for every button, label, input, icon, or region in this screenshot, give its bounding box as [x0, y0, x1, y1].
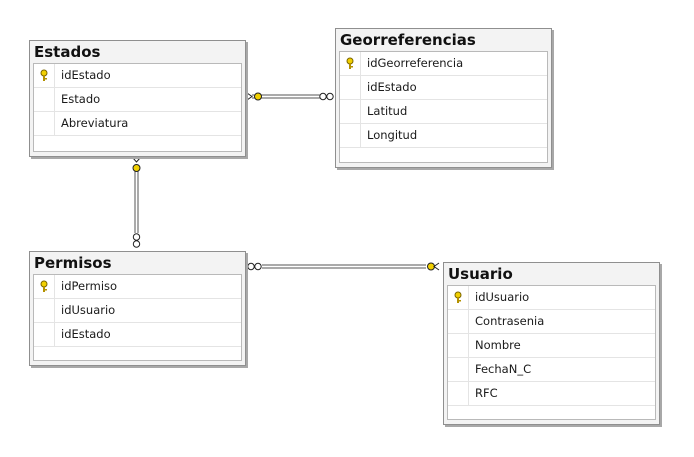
- table-title: Estados: [34, 43, 101, 61]
- column-name: Nombre: [475, 338, 521, 352]
- column-row[interactable]: Longitud: [340, 124, 547, 148]
- relationship-permisos-usuario: [247, 262, 440, 271]
- column-name: idUsuario: [475, 290, 530, 304]
- table-estados[interactable]: Estados idEstado Estado Abreviatura: [29, 40, 246, 157]
- column-row[interactable]: Nombre: [448, 334, 655, 358]
- key-icon: [346, 57, 354, 69]
- key-end-icon: [132, 164, 141, 172]
- table-title: Usuario: [448, 265, 513, 283]
- column-name: RFC: [475, 386, 498, 400]
- key-end-icon: [433, 262, 440, 271]
- many-end-icon: [132, 233, 141, 241]
- key-end-icon: [246, 92, 253, 101]
- many-end-icon: [247, 262, 255, 271]
- many-end-icon: [319, 92, 327, 101]
- column-row-pk[interactable]: idEstado: [34, 64, 241, 88]
- column-row[interactable]: Latitud: [340, 100, 547, 124]
- column-name: Contrasenia: [475, 314, 545, 328]
- column-row[interactable]: idEstado: [34, 323, 241, 347]
- column-list: idGeorreferencia idEstado Latitud Longit…: [339, 51, 548, 163]
- column-row[interactable]: Estado: [34, 88, 241, 112]
- relationship-estados-georreferencias: [246, 92, 334, 101]
- table-permisos[interactable]: Permisos idPermiso idUsuario idEstado: [29, 251, 246, 366]
- table-georreferencias[interactable]: Georreferencias idGeorreferencia idEstad…: [335, 28, 552, 168]
- column-row[interactable]: FechaN_C: [448, 358, 655, 382]
- column-list: idEstado Estado Abreviatura: [33, 63, 242, 152]
- column-row[interactable]: idEstado: [340, 76, 547, 100]
- column-list: idUsuario Contrasenia Nombre FechaN_C RF…: [447, 285, 656, 420]
- column-name: idEstado: [61, 68, 111, 82]
- key-end-icon: [254, 92, 262, 101]
- many-end-icon: [326, 92, 334, 101]
- column-row[interactable]: Abreviatura: [34, 112, 241, 136]
- column-name: Estado: [61, 92, 101, 106]
- column-row[interactable]: RFC: [448, 382, 655, 406]
- column-name: Latitud: [367, 104, 408, 118]
- relationship-estados-permisos: [132, 157, 141, 248]
- table-title: Permisos: [34, 254, 112, 272]
- many-end-icon: [132, 240, 141, 248]
- column-row-pk[interactable]: idGeorreferencia: [340, 52, 547, 76]
- table-title: Georreferencias: [340, 31, 476, 49]
- key-icon: [40, 69, 48, 81]
- column-name: Longitud: [367, 128, 418, 142]
- column-name: idPermiso: [61, 279, 118, 293]
- table-usuario[interactable]: Usuario idUsuario Contrasenia Nombre Fec…: [443, 262, 660, 425]
- column-name: Abreviatura: [61, 116, 129, 130]
- column-name: idEstado: [61, 327, 111, 341]
- key-icon: [454, 291, 462, 303]
- column-name: FechaN_C: [475, 362, 532, 376]
- key-icon: [40, 280, 48, 292]
- column-row-pk[interactable]: idUsuario: [448, 286, 655, 310]
- column-row-pk[interactable]: idPermiso: [34, 275, 241, 299]
- column-row[interactable]: idUsuario: [34, 299, 241, 323]
- column-name: idUsuario: [61, 303, 116, 317]
- column-name: idGeorreferencia: [367, 56, 464, 70]
- many-end-icon: [254, 262, 262, 271]
- column-name: idEstado: [367, 80, 417, 94]
- key-end-icon: [132, 157, 141, 163]
- column-list: idPermiso idUsuario idEstado: [33, 274, 242, 361]
- column-row[interactable]: Contrasenia: [448, 310, 655, 334]
